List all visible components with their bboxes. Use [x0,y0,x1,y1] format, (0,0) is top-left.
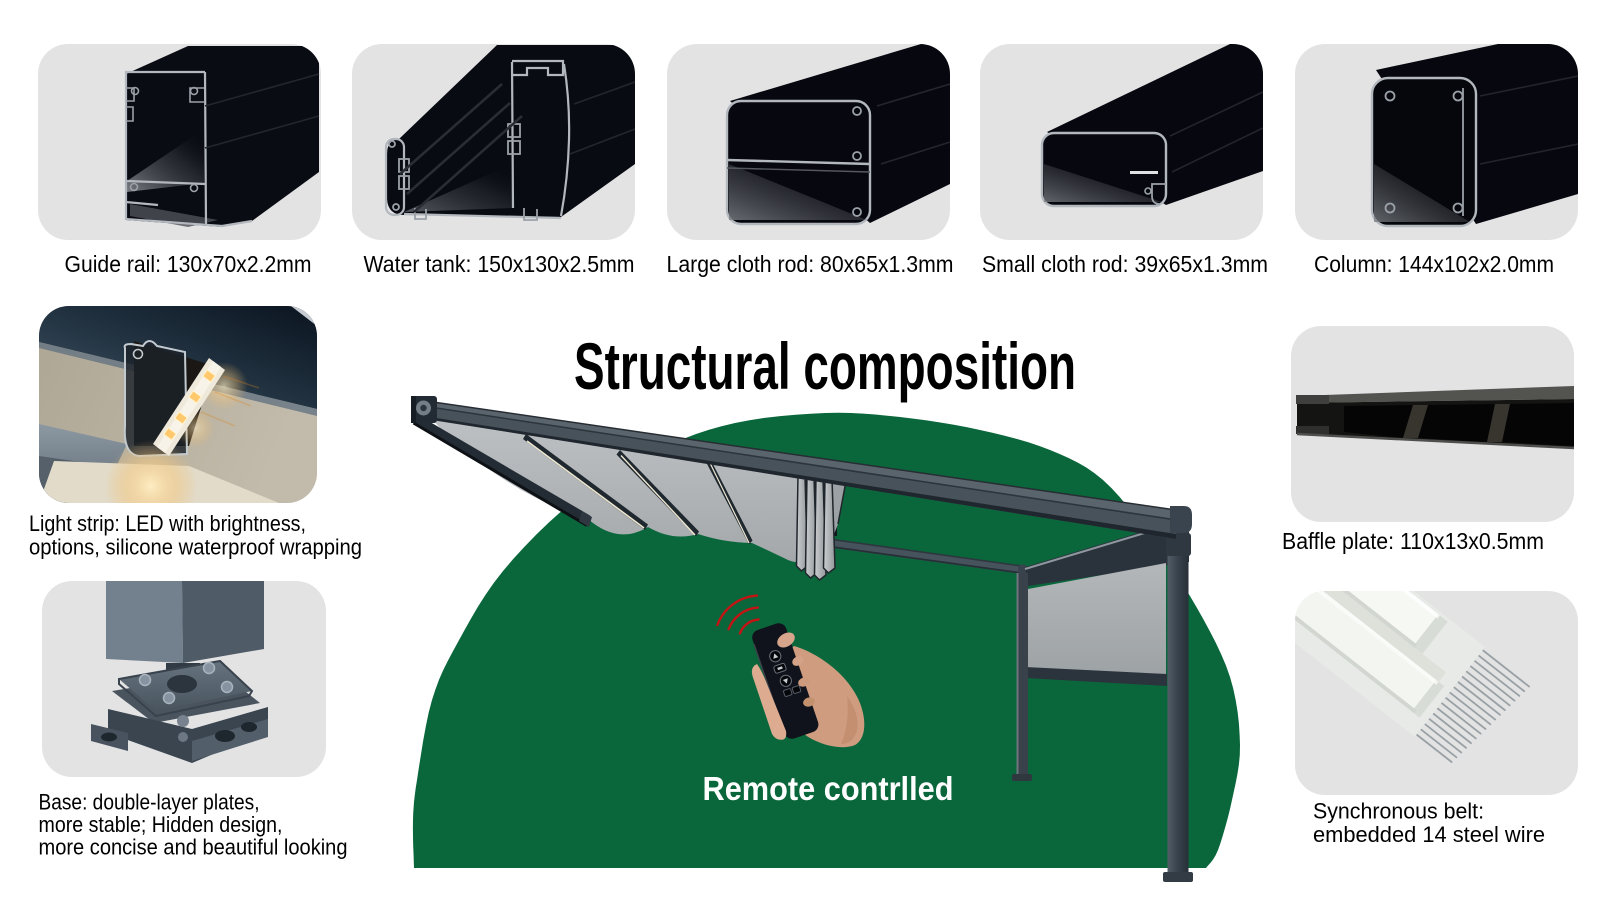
svg-text:Water tank: 150x130x2.5mm: Water tank: 150x130x2.5mm [364,251,635,277]
svg-text:Base: double-layer plates,: Base: double-layer plates, [39,790,260,815]
svg-text:Synchronous belt:: Synchronous belt: [1313,799,1484,824]
svg-text:Structural composition: Structural composition [574,329,1076,403]
svg-text:Remote contrlled: Remote contrlled [703,770,954,807]
svg-text:options, silicone waterproof w: options, silicone waterproof wrapping [29,535,362,560]
svg-text:Baffle plate: 110x13x0.5mm: Baffle plate: 110x13x0.5mm [1282,528,1544,554]
svg-text:Light strip: LED with brightne: Light strip: LED with brightness, [29,511,306,536]
svg-text:more concise and beautiful loo: more concise and beautiful looking [39,835,348,860]
svg-text:embedded 14 steel wire: embedded 14 steel wire [1313,822,1545,847]
svg-text:more stable; Hidden design,: more stable; Hidden design, [39,812,283,837]
svg-text:Small cloth rod: 39x65x1.3mm: Small cloth rod: 39x65x1.3mm [982,251,1268,277]
svg-text:Large cloth rod: 80x65x1.3mm: Large cloth rod: 80x65x1.3mm [667,251,954,277]
svg-text:Column: 144x102x2.0mm: Column: 144x102x2.0mm [1314,251,1554,277]
svg-text:Guide rail: 130x70x2.2mm: Guide rail: 130x70x2.2mm [65,251,312,277]
